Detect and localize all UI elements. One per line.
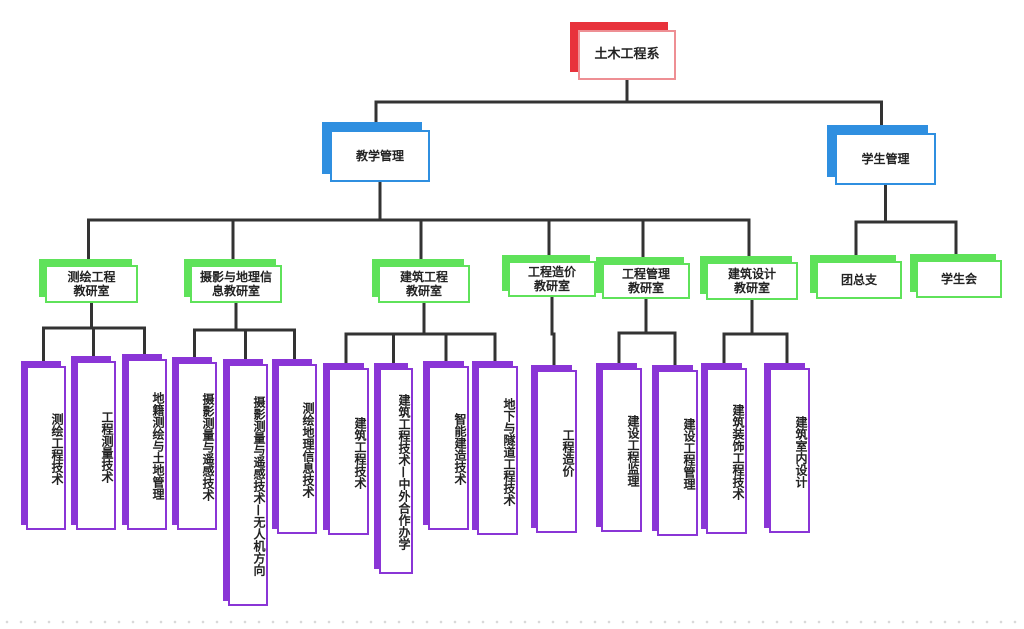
level1-node-student: 学生管理 [827, 125, 936, 185]
leaf-node-l11: 工程造价 [531, 365, 577, 533]
level2-node-league: 团总支 [810, 255, 902, 299]
leaf-node-l4: 摄影测量与遥感技术 [172, 357, 217, 530]
level2-node-costing: 工程造价教研室 [502, 255, 596, 297]
leaf-node-l15: 建筑室内设计 [764, 363, 810, 533]
level1-node-label: 教学管理 [330, 130, 430, 182]
leaf-node-label: 建设工程管理 [657, 370, 698, 536]
level2-node-building: 建筑工程教研室 [372, 259, 470, 303]
level2-node-label: 建筑设计教研室 [706, 262, 798, 300]
leaf-node-l3: 地籍测绘与土地管理 [122, 354, 167, 530]
leaf-node-label: 建筑室内设计 [769, 368, 810, 533]
leaf-node-l9: 智能建造技术 [423, 361, 469, 530]
leaf-node-label: 工程测量技术 [76, 361, 116, 530]
level2-node-label: 摄影与地理信息教研室 [190, 265, 282, 303]
leaf-node-label: 建设工程监理 [601, 368, 642, 532]
leaf-node-l12: 建设工程监理 [596, 363, 642, 532]
level2-node-surveying: 测绘工程教研室 [39, 259, 138, 303]
leaf-node-label: 地下与隧道工程技术 [477, 366, 518, 535]
level1-node-label: 学生管理 [835, 133, 936, 185]
root-node-root: 土木工程系 [570, 22, 676, 80]
leaf-node-l2: 工程测量技术 [71, 356, 116, 530]
level2-node-label: 团总支 [816, 261, 902, 299]
level2-node-design: 建筑设计教研室 [700, 256, 798, 300]
leaf-node-l6: 测绘地理信息技术 [272, 359, 317, 534]
leaf-node-label: 建筑装饰工程技术 [706, 368, 747, 534]
leaf-node-l14: 建筑装饰工程技术 [701, 363, 747, 534]
level2-node-label: 建筑工程教研室 [378, 265, 470, 303]
level2-node-photogrammetry: 摄影与地理信息教研室 [184, 259, 282, 303]
leaf-node-l13: 建设工程管理 [652, 365, 698, 536]
leaf-node-label: 工程造价 [536, 370, 577, 533]
leaf-node-l8: 建筑工程技术—中外合作办学 [374, 363, 413, 574]
leaf-node-label: 摄影测量与遥感技术 [177, 362, 217, 530]
root-node-label: 土木工程系 [578, 30, 676, 80]
leaf-node-label: 摄影测量与遥感技术—无人机方向 [228, 364, 268, 606]
leaf-node-label: 测绘地理信息技术 [277, 364, 317, 534]
level2-node-label: 学生会 [916, 260, 1002, 298]
leaf-node-l7: 建筑工程技术 [323, 363, 369, 535]
level2-node-label: 工程造价教研室 [508, 261, 596, 297]
level2-node-union: 学生会 [910, 254, 1002, 298]
leaf-node-l1: 测绘工程技术 [21, 361, 66, 530]
leaf-node-l5: 摄影测量与遥感技术—无人机方向 [223, 359, 268, 606]
leaf-node-label: 建筑工程技术—中外合作办学 [379, 368, 413, 574]
leaf-node-label: 地籍测绘与土地管理 [127, 359, 167, 530]
leaf-node-l10: 地下与隧道工程技术 [472, 361, 518, 535]
leaf-node-label: 建筑工程技术 [328, 368, 369, 535]
level1-node-teaching: 教学管理 [322, 122, 430, 182]
level2-node-label: 测绘工程教研室 [45, 265, 138, 303]
leaf-node-label: 智能建造技术 [428, 366, 469, 530]
dotted-border [0, 620, 1024, 624]
leaf-node-label: 测绘工程技术 [26, 366, 66, 530]
level2-node-label: 工程管理教研室 [602, 263, 690, 299]
level2-node-management: 工程管理教研室 [596, 257, 690, 299]
